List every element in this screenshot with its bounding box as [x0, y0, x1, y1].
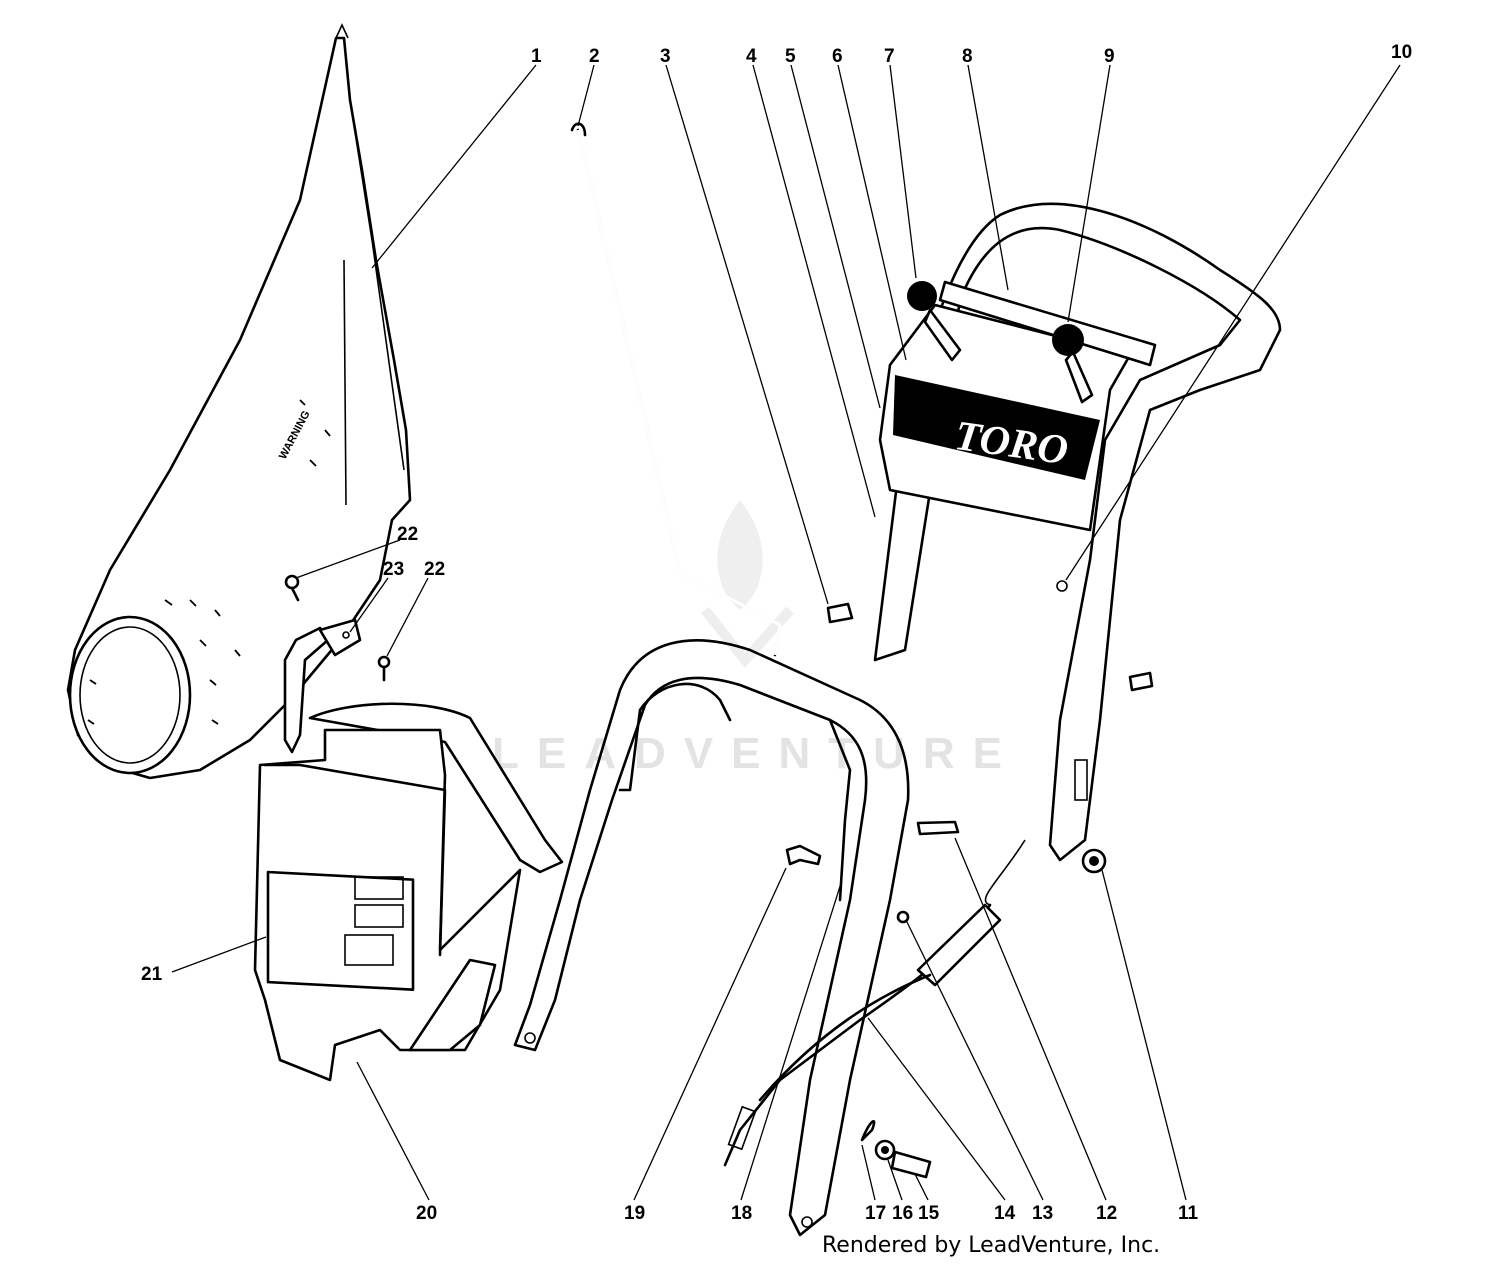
callout-7: 7 — [884, 46, 895, 67]
callout-6: 6 — [832, 46, 843, 67]
callout-15: 15 — [918, 1203, 940, 1224]
bag-bracket — [283, 574, 391, 754]
callout-22-b: 22 — [424, 559, 445, 580]
bag-dashes — [87, 399, 331, 725]
callout-3: 3 — [660, 46, 671, 67]
upper-handle: TORO — [826, 202, 1282, 874]
callout-20: 20 — [416, 1203, 437, 1224]
callout-13: 13 — [1032, 1203, 1053, 1224]
callout-numbers: 1 2 3 4 5 6 7 8 9 10 11 12 13 14 15 16 1… — [141, 42, 1412, 1224]
hardware — [785, 820, 960, 1179]
callout-22: 22 — [397, 524, 418, 545]
callout-10: 10 — [1391, 42, 1412, 63]
lower-handle — [513, 639, 910, 1237]
discharge-chute — [253, 702, 564, 1082]
callout-23: 23 — [383, 559, 404, 580]
control-cable — [723, 839, 1026, 1167]
control-rod — [570, 122, 782, 657]
credit-text: Rendered by LeadVenture, Inc. — [822, 1233, 1160, 1258]
callout-21: 21 — [141, 964, 163, 985]
watermark-text: LEADVENTURE — [492, 729, 1020, 778]
callout-18: 18 — [731, 1203, 752, 1224]
throttle-lever-right — [1052, 324, 1094, 404]
watermark: LEADVENTURE — [492, 500, 1020, 778]
callout-8: 8 — [962, 46, 973, 67]
callout-16: 16 — [892, 1203, 913, 1224]
leader-lines — [171, 64, 1401, 1201]
callout-19: 19 — [624, 1203, 645, 1224]
callout-12: 12 — [1096, 1203, 1117, 1224]
throttle-lever-left — [907, 281, 962, 362]
callout-1: 1 — [531, 46, 542, 67]
callout-2: 2 — [589, 46, 600, 67]
callout-11: 11 — [1178, 1203, 1199, 1224]
callout-9: 9 — [1104, 46, 1115, 67]
callout-17: 17 — [865, 1203, 886, 1224]
callout-14: 14 — [994, 1203, 1016, 1224]
grass-bag: WARNING — [66, 23, 412, 780]
callout-4: 4 — [746, 46, 757, 67]
callout-5: 5 — [785, 46, 796, 67]
